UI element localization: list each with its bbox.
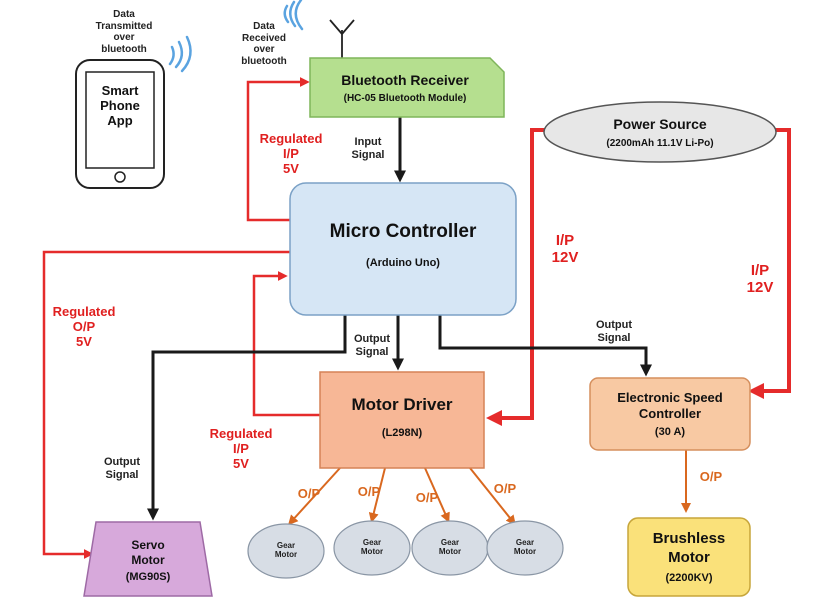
smart-phone-app-label: Smart Phone App [100,83,140,128]
electronic-speed-controller: Electronic Speed Controller (30 A) [590,378,750,450]
smartphone-icon [75,59,165,189]
micro-controller-subtitle: (Arduino Uno) [366,257,440,269]
bluetooth-receiver-subtitle: (HC-05 Bluetooth Module) [343,92,467,104]
power-source: Power Source (2200mAh 11.1V Li-Po) [546,104,774,160]
power-source-ellipse [543,101,777,163]
gear-motor-wires [287,467,516,526]
motor-driver-box [319,371,485,469]
servo-motor-trapezoid [83,521,213,597]
output-signal-wire-servo [147,315,347,521]
bluetooth-receiver-title: Bluetooth Receiver [341,71,469,88]
esc-box [589,377,751,451]
micro-controller-title: Micro Controller [329,221,477,242]
bluetooth-receiver-box [309,57,505,118]
regulated-ip-label-driver: Regulated I/P 5V [209,426,273,471]
power-source-title: Power Source [613,115,707,132]
data-received-label: Data Received over bluetooth [241,21,287,67]
brushless-motor-subtitle: (2200KV) [665,572,713,585]
power-wire-driver [486,128,545,426]
ip-12v-label-right: I/P 12V [746,262,774,297]
phone-signal-waves-icon [168,35,192,73]
esc-subtitle: (30 A) [654,425,686,438]
micro-controller-box [289,182,517,316]
op-gear-label: O/P [357,484,381,499]
servo-motor: Servo Motor (MG90S) [90,524,206,596]
micro-controller: Micro Controller (Arduino Uno) [290,195,516,295]
output-signal-wire-esc [438,315,652,377]
gear-motor-label: Gear Motor [438,538,462,557]
input-signal-label: Input Signal [351,136,385,161]
op-brushless-label: O/P [699,469,723,484]
gear-motor-label: Gear Motor [513,538,537,557]
bluetooth-receiver: Bluetooth Receiver (HC-05 Bluetooth Modu… [310,58,500,117]
motor-driver-subtitle: (L298N) [381,427,423,439]
regulated-ip-wire-driver [252,271,320,417]
brushless-motor-title: Brushless Motor [652,529,726,566]
op-gear-label: O/P [415,490,439,505]
power-wire-esc [748,128,791,399]
antenna-icon [329,19,355,58]
regulated-op-wire-servo [42,250,290,559]
output-signal-label-servo: Output Signal [103,456,141,481]
regulated-ip-label-top: Regulated I/P 5V [259,131,323,176]
op-gear-label: O/P [493,481,517,496]
motor-driver: Motor Driver (L298N) [320,378,484,456]
power-source-subtitle: (2200mAh 11.1V Li-Po) [606,137,714,149]
gear-motor-ellipses [247,520,564,579]
gear-motor-label: Gear Motor [360,538,384,557]
motor-driver-title: Motor Driver [351,395,453,414]
esc-title: Electronic Speed Controller [617,390,723,421]
op-gear-label: O/P [297,486,321,501]
brushless-motor: Brushless Motor (2200KV) [628,518,750,596]
gear-motor-label: Gear Motor [274,541,298,560]
ip-12v-label-left: I/P 12V [551,232,579,267]
output-signal-label-driver: Output Signal [353,333,391,358]
servo-motor-title: Servo Motor [131,537,165,567]
regulated-ip-wire-bluetooth [246,77,310,222]
servo-motor-subtitle: (MG90S) [125,570,171,583]
output-signal-label-esc: Output Signal [595,319,633,344]
regulated-op-label: Regulated O/P 5V [52,304,116,349]
data-transmitted-label: Data Transmitted over bluetooth [95,9,153,55]
brushless-motor-box [627,517,751,597]
receiver-signal-waves-icon [283,0,304,31]
